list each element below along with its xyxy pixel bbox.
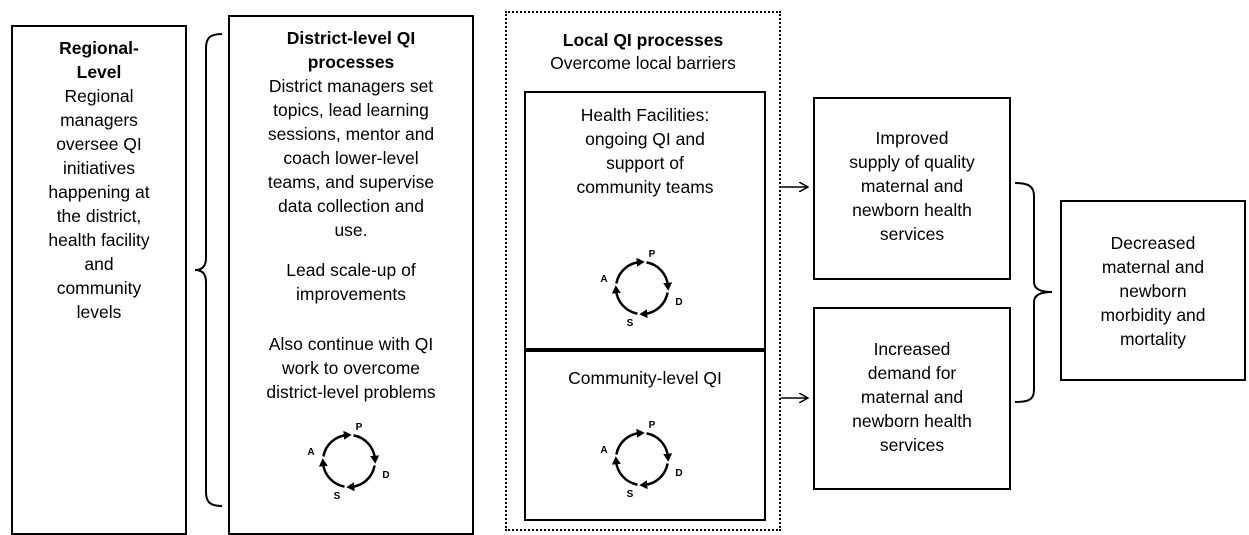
cycle-arrowhead [343, 430, 352, 440]
improved-supply-box: Improved supply of quality maternal and … [813, 97, 1011, 280]
community-level-title: Community-level QI [568, 368, 722, 388]
cycle-arc [646, 261, 670, 286]
district-title: District-level QI processes [286, 28, 416, 72]
pdsa-cycle-icon: P D S A [600, 420, 682, 500]
cycle-arc [644, 292, 669, 316]
cycle-arc [615, 260, 640, 284]
improved-supply-text: Improved supply of quality maternal and … [849, 128, 975, 244]
cycle-label-s: S [627, 318, 634, 329]
cycle-label-p: P [649, 249, 656, 260]
cycle-arrowhead [318, 458, 328, 467]
increased-demand-text: Increased demand for maternal and newbor… [852, 339, 972, 455]
decreased-morbidity-text: Decreased maternal and newborn morbidity… [1100, 233, 1206, 349]
decreased-morbidity-box: Decreased maternal and newborn morbidity… [1060, 200, 1246, 381]
cycle-arc [321, 463, 345, 488]
cycle-arrowhead [611, 456, 621, 465]
cycle-arc [646, 432, 670, 457]
cycle-label-a: A [600, 445, 607, 456]
cycle-arrowhead [370, 455, 380, 464]
district-scale-up: Lead scale-up of improvements [286, 260, 416, 304]
outcome-bracket [1014, 182, 1053, 403]
cycle-arc [614, 461, 638, 486]
regional-district-bracket [194, 33, 223, 507]
cycle-arrowhead [636, 257, 645, 267]
cycle-label-d: D [675, 297, 682, 308]
cycle-arc [351, 465, 376, 489]
cycle-arrowhead [611, 285, 621, 294]
pdsa-cycle-icon: P D S A [600, 249, 682, 329]
cycle-label-d: D [382, 470, 389, 481]
increased-demand-box: Increased demand for maternal and newbor… [813, 307, 1011, 490]
regional-title: Regional- Level [59, 38, 139, 82]
cycle-label-s: S [627, 489, 634, 500]
cycle-arrowhead [346, 482, 355, 492]
district-continue: Also continue with QI work to overcome d… [266, 334, 436, 402]
district-level-box: District-level QI processes District man… [228, 15, 474, 535]
cycle-arrowhead [663, 453, 673, 462]
cycle-arc [615, 431, 640, 455]
community-level-box: Community-level QI P D S A [524, 350, 766, 521]
health-facilities-box: Health Facilities: ongoing QI and suppor… [524, 91, 766, 350]
pdsa-cycle-icon: P D S A [307, 422, 389, 502]
cycle-label-a: A [600, 274, 607, 285]
cycle-label-a: A [307, 447, 314, 458]
cycle-label-p: P [649, 420, 656, 431]
regional-level-box: Regional- Level Regional managers overse… [11, 25, 187, 535]
cycle-label-p: P [356, 422, 363, 433]
cycle-arc [322, 433, 347, 457]
cycle-arrowhead [663, 282, 673, 291]
health-facilities-text: Health Facilities: ongoing QI and suppor… [576, 105, 714, 197]
cycle-label-s: S [334, 491, 341, 502]
local-qi-box: Local QI processes Overcome local barrie… [505, 11, 781, 531]
cycle-arc [353, 434, 377, 459]
cycle-label-d: D [675, 468, 682, 479]
district-description: District managers set topics, lead learn… [267, 76, 435, 240]
cycle-arrowhead [639, 309, 648, 319]
cycle-arrowhead [639, 480, 648, 490]
cycle-arrowhead [636, 428, 645, 438]
regional-description: Regional managers oversee QI initiatives… [48, 86, 150, 322]
cycle-arc [644, 463, 669, 487]
local-title: Local QI processes [562, 30, 724, 50]
cycle-arc [614, 290, 638, 315]
local-subtitle: Overcome local barriers [550, 53, 736, 73]
